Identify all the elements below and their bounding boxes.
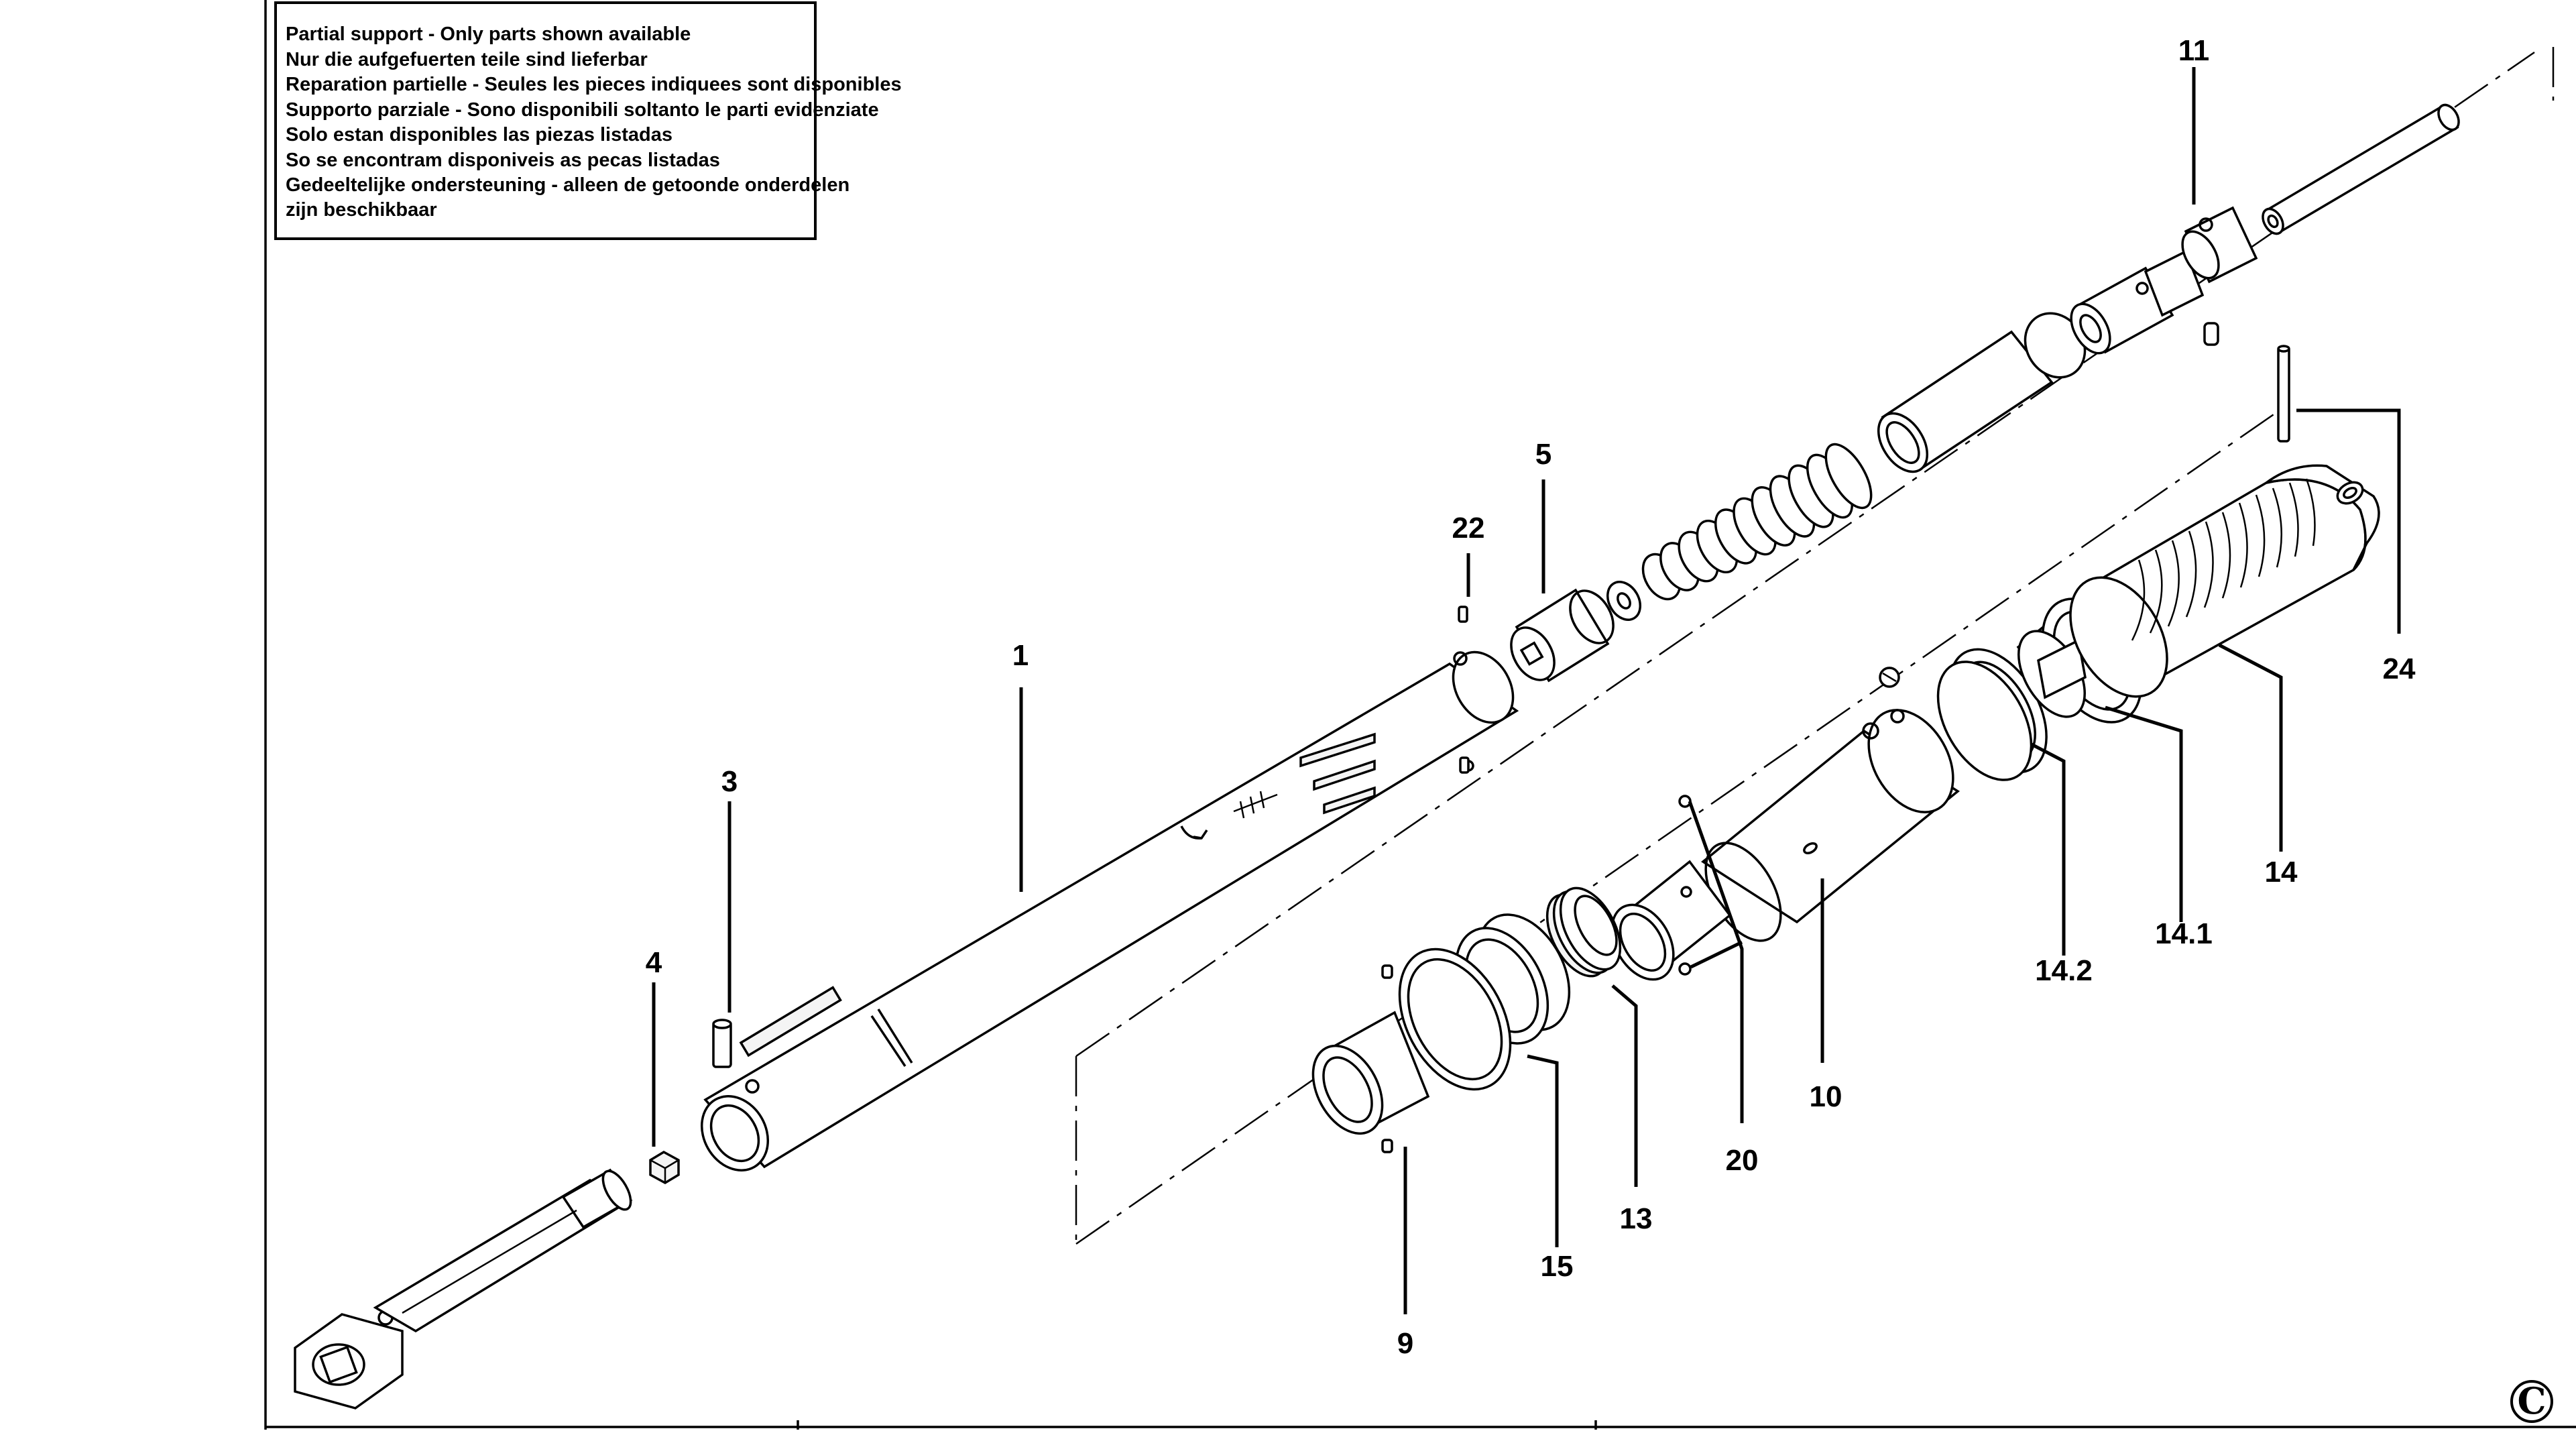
notice-line-6: So se encontram disponiveis as pecas lis… xyxy=(286,150,720,171)
callout-20: 20 xyxy=(1726,1144,1759,1177)
notice-line-3: Reparation partielle - Seules les pieces… xyxy=(286,74,902,95)
compression-spring xyxy=(1641,443,1873,601)
notice-line-8: zijn beschikbaar xyxy=(286,199,437,221)
callout-13: 13 xyxy=(1620,1202,1653,1235)
leader-lines xyxy=(652,67,2401,1314)
spring-and-washer xyxy=(1606,443,1873,621)
callout-14-2: 14.2 xyxy=(2035,954,2093,987)
part-22-dowel-pins xyxy=(1458,606,1470,774)
callout-14-1: 14.1 xyxy=(2155,917,2213,950)
square-drive-adapter xyxy=(294,1168,633,1410)
callout-22: 22 xyxy=(1452,512,1485,544)
partial-support-notice: Partial support - Only parts shown avail… xyxy=(274,1,902,240)
push-rod xyxy=(2262,103,2460,235)
part-1-main-tube xyxy=(700,650,1519,1171)
copyright-mark: C xyxy=(2510,1379,2553,1423)
adjuster-tube-assembly xyxy=(1877,206,2258,473)
part-14-2-ring xyxy=(1879,648,2048,781)
part-5-square-bushing xyxy=(1510,588,1615,683)
callout-labels: 1 3 4 5 9 10 11 13 14 14.1 14.2 15 20 22… xyxy=(646,34,2416,1360)
part-24-long-pin xyxy=(2277,345,2290,443)
callout-4: 4 xyxy=(646,946,662,979)
part-13-spring-ring xyxy=(1545,886,1622,978)
notice-line-2: Nur die aufgefuerten teile sind lieferba… xyxy=(286,49,648,70)
part-10-body-tube xyxy=(1611,709,1960,981)
grip-ribs xyxy=(2131,478,2316,641)
part-14-handle-grip xyxy=(2069,464,2380,698)
part-4-square-block xyxy=(649,1150,680,1185)
part-3-pin xyxy=(712,1019,732,1068)
part-15-collar xyxy=(1398,913,1571,1091)
callout-5: 5 xyxy=(1535,438,1552,471)
copyright-letter: C xyxy=(2518,1379,2546,1422)
notice-line-1: Partial support - Only parts shown avail… xyxy=(286,23,691,45)
callout-24: 24 xyxy=(2383,652,2416,685)
callout-1: 1 xyxy=(1012,639,1029,672)
notice-line-7: Gedeeltelijke ondersteuning - alleen de … xyxy=(286,174,850,196)
callout-14: 14 xyxy=(2265,856,2298,889)
notice-line-5: Solo estan disponibles las piezas listad… xyxy=(286,124,672,146)
callout-3: 3 xyxy=(721,765,738,798)
callout-15: 15 xyxy=(1541,1250,1574,1283)
notice-line-4: Supporto parziale - Sono disponibili sol… xyxy=(286,99,879,121)
callout-10: 10 xyxy=(1810,1080,1842,1113)
callout-11: 11 xyxy=(2178,34,2210,67)
callout-9: 9 xyxy=(1397,1327,1413,1360)
part-9-cone-nut xyxy=(1311,964,1430,1153)
assembly-axis-lines xyxy=(1075,47,2555,1245)
drawing-frame xyxy=(264,0,2576,1430)
set-screw xyxy=(2203,322,2219,346)
